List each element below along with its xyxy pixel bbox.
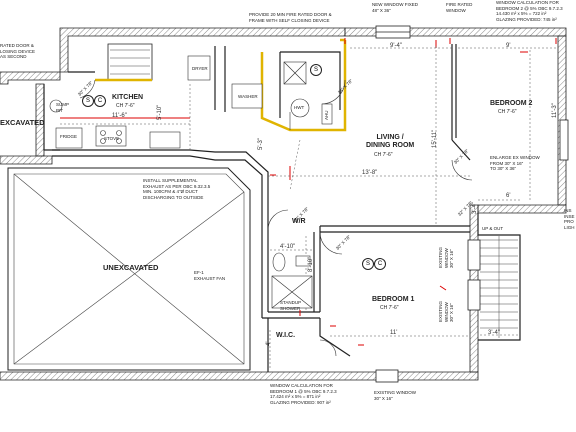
- note-enlarge-window: ENLARGE EX WINDOW FROM 30" X 16" TO 30" …: [490, 155, 540, 171]
- dim-11: 11': [390, 330, 398, 336]
- dim-8-10: 8'-10": [308, 256, 314, 272]
- stair-treads: [110, 49, 518, 338]
- dim-4-10: 4'-10": [280, 244, 296, 250]
- dim-11-6: 11'-6": [112, 113, 127, 119]
- sump-pit-label: SUMP PIT: [56, 102, 70, 113]
- co-alarm-icon: C: [94, 95, 106, 107]
- note-fire-window: FIRE RATED WINDOW: [446, 2, 473, 13]
- dim-15-11: 15'-11": [432, 129, 438, 148]
- fire-rated-walls: [95, 38, 347, 132]
- dim-9: 9': [506, 43, 511, 49]
- label-unexcavated: UNEXCAVATED: [103, 263, 159, 272]
- dim-4: 4': [266, 341, 272, 346]
- dim-13-8: 13'-8": [362, 170, 378, 176]
- note-window-calc-top: WINDOW CALCULATION FOR BEDROOM 2 @ 5% OB…: [496, 0, 563, 22]
- note-window-calc-bottom: WINDOW CALCULATION FOR BEDROOM 1 @ 5% OB…: [270, 383, 337, 405]
- dim-5-10: 5'-10": [157, 104, 163, 120]
- hwt-label: HWT: [294, 105, 305, 110]
- label-excavated: EXCAVATED: [0, 118, 45, 127]
- foundation-walls: [0, 27, 567, 381]
- room-living: LIVING / DINING ROOM: [366, 134, 415, 149]
- note-new-window: NEW WINDOW FIXED 48" X 36": [372, 2, 418, 13]
- note-fire-door: PROVIDE 20 MIN FIRE RATED DOOR & FRAME W…: [249, 12, 332, 23]
- bedroom-2-ceiling: CH 7'-6": [498, 109, 517, 115]
- note-exhaust-fan: EF-1 EXHAUST FAN: [194, 270, 226, 281]
- stove-label: STOVE: [104, 136, 120, 141]
- smoke-alarm-bed1-icon: S: [362, 258, 374, 270]
- room-wic: W.I.C.: [276, 332, 296, 339]
- dryer-label: DRYER: [192, 66, 208, 71]
- washer-label: WASHER: [238, 94, 258, 99]
- interior-walls: [43, 43, 521, 372]
- door-swings: [79, 79, 473, 357]
- dim-9-4: 9'-4": [390, 43, 402, 49]
- dim-11-3: 11'-3": [552, 103, 558, 118]
- room-kitchen: KITCHEN: [112, 94, 144, 101]
- dimension-marks: [60, 38, 557, 346]
- smoke-alarm-mech-icon: S: [310, 64, 322, 76]
- note-up-out: UP & OUT: [482, 226, 504, 231]
- room-bedroom-1: BEDROOM 1: [372, 296, 415, 303]
- windows: [375, 25, 569, 383]
- ahu-label: AHU: [324, 110, 329, 120]
- dim-5-3: 5'-3": [258, 138, 264, 150]
- note-right-edge: INS INSE PRO LIGH: [564, 208, 575, 230]
- fixtures: [49, 55, 333, 309]
- dim-3-4: 3'-4": [488, 330, 500, 336]
- fridge-label: FRIDGE: [60, 134, 78, 139]
- note-existing-window-1: EXISTING WINDOW 30" X 16": [438, 246, 454, 268]
- note-supplemental-exhaust: INSTALL SUPPLEMENTAL EXHAUST AS PER OBC …: [143, 178, 211, 200]
- kitchen-ceiling: CH 7'-6": [116, 103, 135, 109]
- note-existing-window-bottom: EXISTING WINDOW 30" X 16": [374, 390, 416, 401]
- unexcavated-area: [7, 167, 251, 371]
- co-alarm-bed1-icon: C: [374, 258, 386, 270]
- note-rated-door-left: RATED DOOR & LOSING DEVICE AS SECOND: [0, 43, 36, 59]
- room-wr: W/R: [292, 218, 306, 225]
- room-bedroom-2: BEDROOM 2: [490, 100, 533, 107]
- bedroom-1-ceiling: CH 7'-6": [380, 305, 399, 311]
- note-existing-window-2: EXISTING WINDOW 30" X 16": [438, 300, 454, 322]
- living-ceiling: CH 7'-6": [374, 152, 393, 158]
- smoke-alarm-icon: S: [82, 95, 94, 107]
- shower-label: STANDUP SHOWER: [280, 300, 302, 311]
- dim-6: 6': [506, 193, 511, 199]
